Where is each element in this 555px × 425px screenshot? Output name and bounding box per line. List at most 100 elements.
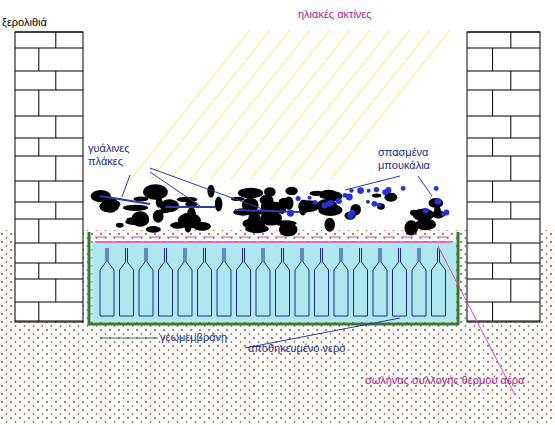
wall-joint (467, 48, 540, 49)
rock (428, 198, 443, 208)
wall-joint (467, 90, 540, 91)
wall-joint (15, 202, 83, 203)
wall-joint (510, 32, 511, 48)
wall-joint (38, 263, 39, 279)
broken-glass (435, 198, 442, 205)
bottle (159, 248, 173, 316)
wall-joint (492, 263, 493, 279)
rock (377, 203, 385, 210)
broken-glass (321, 203, 327, 209)
wall-joint (510, 202, 511, 219)
broken-glass (401, 186, 406, 191)
broken-glass (423, 208, 429, 214)
sun-ray (190, 30, 310, 180)
wall-joint (510, 279, 511, 302)
leader-line (122, 168, 432, 348)
wall-joint (492, 48, 493, 71)
bottle (120, 248, 134, 316)
wall-joint (467, 181, 540, 182)
rock (149, 189, 157, 193)
wall-joint (38, 302, 39, 321)
wall-joint (467, 302, 540, 303)
bottle (315, 248, 329, 316)
rock (279, 223, 298, 237)
label: αποθηκευμένο νερό (248, 342, 345, 355)
wall-joint (467, 138, 540, 139)
wall-outline (467, 32, 540, 322)
bottles (100, 248, 446, 316)
wall-joint (15, 302, 83, 303)
wall-joint (15, 181, 83, 182)
wall-joint (15, 263, 83, 264)
rock (123, 205, 148, 211)
rock (372, 193, 381, 197)
wall-joint (15, 156, 83, 157)
sun-ray (170, 30, 290, 180)
wall-joint (38, 138, 39, 156)
wall-joint (38, 219, 39, 243)
broken-glass (336, 198, 342, 204)
rock-layer (91, 184, 450, 236)
hot-air-pipe (95, 241, 452, 243)
bottle (217, 248, 231, 316)
wall-joint (55, 156, 56, 181)
broken-glass (313, 200, 318, 205)
wall-joint (467, 156, 540, 157)
geomembrane (89, 232, 458, 324)
wall-joint (15, 90, 83, 91)
wall-joint (15, 321, 83, 322)
label: ηλιακές ακτίνες (298, 8, 372, 21)
wall-joint (55, 71, 56, 90)
broken-glass (441, 212, 446, 217)
wall-joint (467, 321, 540, 322)
wall-joint (510, 116, 511, 138)
wall-joint (467, 32, 540, 33)
wall-joint (492, 219, 493, 243)
wall-joint (492, 90, 493, 116)
bottle (139, 248, 153, 316)
bottle (295, 248, 309, 316)
wall-joint (510, 156, 511, 181)
bottle (412, 248, 426, 316)
wall-joint (38, 48, 39, 71)
sun-ray (130, 30, 250, 180)
sun-ray (270, 30, 390, 180)
wall-joint (15, 48, 83, 49)
label: σωλήνας συλλογής θερμού αέρα (365, 374, 524, 387)
dry-stone-wall (467, 32, 540, 322)
bottle (256, 248, 270, 316)
sun-ray (250, 30, 370, 180)
rock (324, 218, 335, 232)
wall-joint (15, 71, 83, 72)
leader-line (438, 246, 515, 395)
broken-glass (367, 189, 371, 193)
wall-joint (510, 321, 511, 322)
wall-joint (55, 202, 56, 219)
wall-joint (467, 279, 540, 280)
wall-joint (15, 32, 83, 33)
dry-stone-wall (15, 32, 83, 322)
bottle (334, 248, 348, 316)
rock (316, 199, 337, 212)
broken-glass (347, 213, 353, 219)
wall-joint (467, 116, 540, 117)
wall-joint (467, 202, 540, 203)
broken-glass (366, 200, 370, 204)
hot-air-pipe (95, 237, 452, 238)
sun-ray (230, 30, 350, 180)
wall-joint (55, 321, 56, 322)
rock (187, 207, 196, 220)
sun-ray (330, 30, 450, 180)
rock (260, 195, 274, 205)
rock (285, 187, 297, 195)
wall-outline (15, 32, 83, 322)
wall-joint (510, 71, 511, 90)
wall-joint (492, 302, 493, 321)
stored-water (92, 242, 456, 322)
broken-glass (374, 187, 379, 192)
label: γεωμεμβράνη (160, 331, 227, 344)
wall-joint (467, 219, 540, 220)
wall-joint (38, 181, 39, 202)
wall-joint (467, 263, 540, 264)
